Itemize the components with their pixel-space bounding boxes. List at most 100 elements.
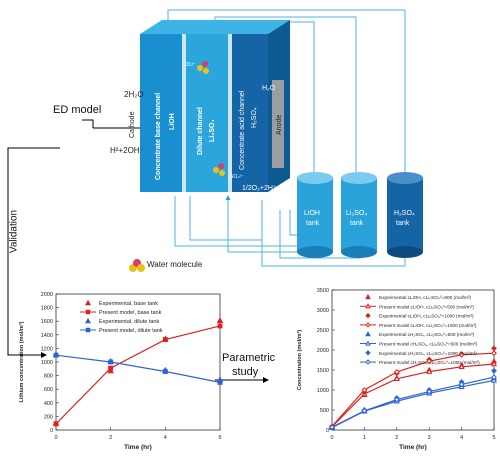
x-tick-label: 0	[330, 435, 333, 441]
series-1	[52, 317, 224, 426]
data-point	[491, 374, 497, 381]
y-tick-label: 1400	[41, 333, 53, 339]
validation-label: Validation	[8, 209, 20, 254]
tank-li2so4	[341, 172, 377, 258]
legend-label: Experimental, base tank	[99, 301, 158, 307]
tank-2-line2: tank	[350, 220, 364, 227]
y-tick-label: 1500	[317, 368, 329, 374]
base-channel-panel	[140, 34, 184, 192]
parametric-label-1: Parametric	[222, 352, 276, 364]
tank-2-line1: Li₂SO₄	[346, 210, 367, 217]
legend-label: Experimental cH₂SO₄, cLi₂SO₄⁰=500 (mol/m…	[379, 332, 475, 337]
y-tick-label: 500	[320, 408, 329, 414]
x-tick-label: 4	[460, 435, 463, 441]
acid-channel-panel	[230, 34, 268, 192]
y-tick-label: 1200	[41, 346, 53, 352]
y-axis-label: Concentration (mol/m³)	[296, 330, 303, 391]
series-line	[331, 376, 495, 428]
legend-marker	[365, 322, 371, 328]
y-tick-label: 1600	[41, 319, 53, 325]
data-point	[458, 381, 465, 388]
membrane-2	[228, 34, 232, 192]
data-point	[426, 388, 433, 395]
legend-marker	[365, 340, 371, 346]
data-point	[393, 369, 400, 375]
series-7	[329, 367, 497, 431]
series-4	[53, 352, 223, 385]
data-point	[217, 379, 223, 385]
y-tick-label: 3000	[317, 308, 329, 314]
tank-3-line2: tank	[396, 220, 410, 227]
x-tick-label: 2	[395, 435, 398, 441]
y-tick-label: 2000	[317, 348, 329, 354]
ion-bottom-label: SO₄²⁻	[230, 174, 244, 180]
data-point	[426, 358, 433, 365]
series-line	[331, 352, 495, 427]
series-1	[328, 357, 498, 430]
legend-marker	[84, 299, 92, 306]
data-point	[393, 375, 400, 382]
series-line	[331, 363, 495, 428]
legend-label: Present model cLiOH, cLi₂SO₄⁰=500 (mol/m…	[379, 304, 474, 309]
y-tick-label: 1800	[41, 306, 53, 312]
y-tick-label: 2000	[41, 292, 53, 298]
legend-label: Present model cLiOH, cLi₂SO₄⁰=1000 (mol/…	[379, 323, 477, 328]
legend-label: Present model cH₂SO₄, cLi₂SO₄⁰=1000 (mol…	[379, 360, 480, 365]
x-tick-label: 6	[218, 435, 221, 441]
lioh-channel-label: LiOH	[169, 113, 176, 130]
legend-label: Experimental cLiOH, cLi₂SO₄⁰=500 (mol/m³…	[379, 295, 471, 300]
legend-label: Present model, dilute tank	[99, 328, 163, 334]
water-molecule-label: Water molecule	[147, 260, 203, 269]
x-tick-label: 5	[492, 435, 495, 441]
x-axis-label: Time (hr)	[124, 444, 152, 451]
series-5	[328, 374, 498, 430]
dilute-channel-panel	[184, 34, 230, 192]
data-point	[458, 363, 465, 370]
anode-label: Anode	[276, 115, 283, 135]
series-line	[55, 325, 221, 425]
legend-marker	[365, 350, 371, 356]
y-tick-label: 600	[44, 387, 53, 393]
series-line	[55, 354, 221, 383]
right-bottom-reaction: 1/2O₂+2H⁺	[242, 185, 277, 192]
li2so4-channel-label: Li₂SO₄	[209, 119, 216, 142]
legend-marker	[365, 359, 371, 365]
legend-label: Experimental cH₂SO₄, cLi₂SO₄⁰=1000 (mol/…	[379, 351, 477, 356]
y-tick-label: 0	[326, 428, 329, 434]
data-point	[217, 323, 223, 329]
x-tick-label: 2	[109, 435, 112, 441]
y-tick-label: 800	[44, 374, 53, 380]
x-tick-label: 1	[363, 435, 366, 441]
legend-marker	[365, 293, 371, 300]
data-point	[361, 387, 368, 393]
legend-label: Present model, base tank	[99, 310, 162, 316]
series-8	[329, 374, 497, 431]
ed-cell: Concentrate base channel LiOH Dilute cha…	[129, 20, 290, 192]
data-point	[53, 421, 59, 427]
tanks: LiOH tank Li₂SO₄ tank H₂SO₄ tank	[297, 172, 423, 258]
water-molecule-icon	[129, 259, 145, 272]
data-point	[361, 407, 368, 414]
left-top-reaction: 2H₂O	[124, 90, 144, 99]
data-point	[107, 367, 114, 374]
y-tick-label: 3500	[317, 288, 329, 294]
legend-label: Present model cH₂SO₄, cLi₂SO₄⁰=500 (mol/…	[379, 342, 477, 347]
legend-marker	[85, 309, 91, 315]
legend-marker	[365, 312, 371, 319]
water-molecule-icons	[197, 61, 225, 176]
data-point	[491, 350, 497, 357]
ed-model-label: ED model	[53, 104, 102, 116]
x-axis-label: Time (hr)	[399, 444, 427, 451]
data-point	[162, 337, 168, 342]
ion-top-label: 2Li⁺	[186, 62, 196, 68]
x-tick-label: 0	[54, 435, 57, 441]
legend-label: Experimental cLiOH, cLi₂SO₄⁰=1000 (mol/m…	[379, 314, 474, 319]
data-point	[216, 317, 224, 323]
parametric-label-2: study	[232, 366, 259, 378]
data-point	[108, 359, 114, 365]
series-2	[53, 323, 223, 427]
cathode-label: Cathode	[129, 111, 136, 138]
dilute-channel-label: Dilute channel	[197, 107, 204, 155]
data-point	[329, 424, 335, 431]
data-point	[53, 352, 59, 358]
